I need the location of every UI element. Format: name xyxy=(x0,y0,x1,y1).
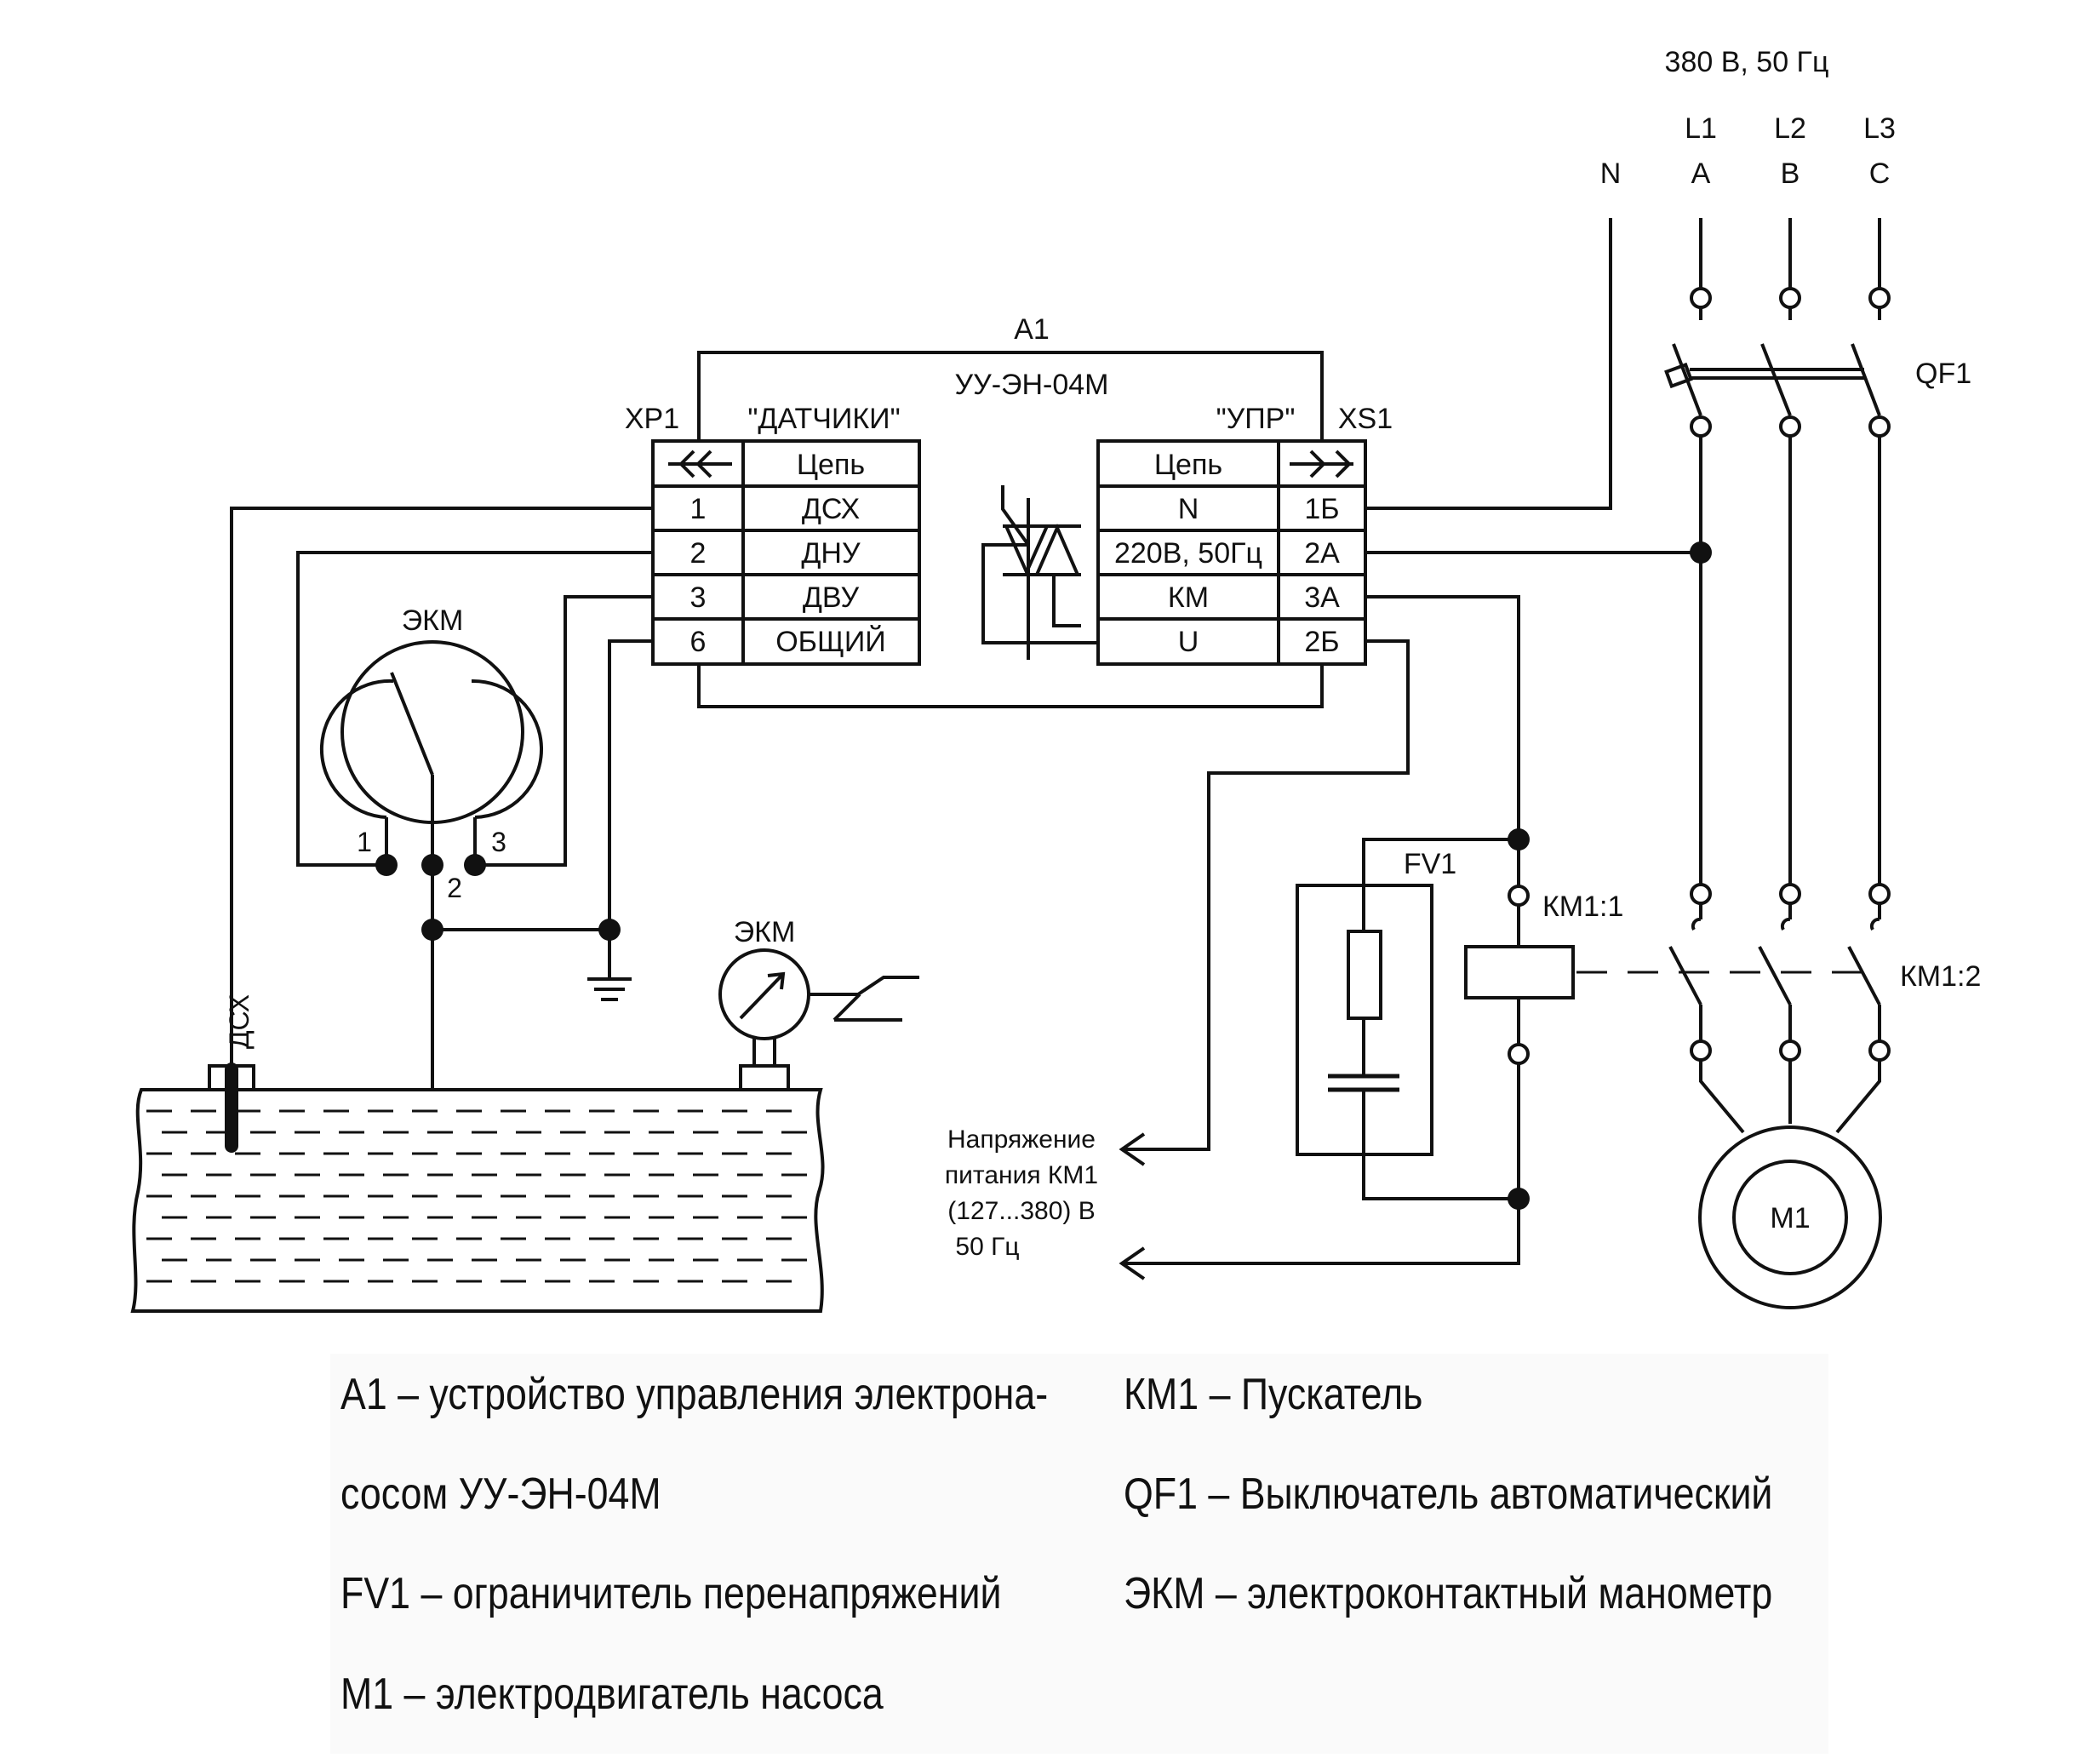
xs1-circuit: КМ xyxy=(1168,581,1209,614)
legend-item: сосом УУ-ЭН-04М xyxy=(340,1469,661,1519)
legend-item: ЭКМ – электроконтактный манометр xyxy=(1124,1569,1773,1618)
qf1-label: QF1 xyxy=(1915,358,1971,390)
supply-note: Напряжение питания КМ1 (127...380) В 50 … xyxy=(945,1125,1098,1261)
supply-voltage-label: 380 В, 50 Гц xyxy=(1665,46,1829,78)
ground-icon xyxy=(587,930,632,1001)
wire-common xyxy=(608,639,653,979)
legend-item: A1 – устройство управления электрона- xyxy=(340,1370,1049,1419)
device-enclosure-bottom xyxy=(697,664,1324,708)
xs1-circuit: N xyxy=(1178,493,1199,525)
surge-limiter-fv1: FV1 xyxy=(1296,838,1519,1200)
note-line: (127...380) В xyxy=(947,1197,1095,1225)
note-line: Напряжение xyxy=(947,1125,1096,1154)
xp1-pin: 6 xyxy=(690,626,707,658)
xp1-pin: 3 xyxy=(690,581,707,614)
dry-run-sensor: ДСХ xyxy=(208,994,255,1153)
wiring-diagram: 380 В, 50 Гц L1 L2 L3 N A B C A1 УУ-ЭН-0… xyxy=(130,46,1981,1313)
xp1-pin: 1 xyxy=(690,493,707,525)
wire-neutral xyxy=(1365,218,1612,510)
ekm-switch-label: ЭКМ xyxy=(402,604,464,637)
plug-symbol-icon xyxy=(668,450,732,478)
device-a1: A1 УУ-ЭН-04М xyxy=(697,313,1324,708)
dsh-label: ДСХ xyxy=(224,994,255,1049)
ekm-pin2-label: 2 xyxy=(447,873,462,903)
xp1-circuit: ДСХ xyxy=(802,493,860,525)
device-enclosure-top xyxy=(697,351,1324,441)
socket-symbol-icon xyxy=(1290,450,1353,478)
arrow-left-icon xyxy=(1119,1132,1146,1166)
km1-coil-circuit: КМ1:1 xyxy=(1119,595,1623,1280)
xp1-name-label: "ДАТЧИКИ" xyxy=(747,403,900,435)
phase-c-label: C xyxy=(1869,158,1891,190)
wire-dnu xyxy=(296,551,653,867)
motor-label: M1 xyxy=(1770,1202,1810,1234)
water-tank xyxy=(130,1088,825,1313)
qf1-breaker: QF1 xyxy=(1664,218,1971,438)
km1-2-label: КМ1:2 xyxy=(1900,960,1981,993)
arrow-left-icon xyxy=(1119,1246,1146,1280)
legend-item: КМ1 – Пускатель xyxy=(1124,1370,1423,1419)
xp1-circuit: ДВУ xyxy=(803,581,860,614)
ekm-pin3-label: 3 xyxy=(491,827,506,857)
xs1-ref-label: XS1 xyxy=(1338,403,1393,435)
wire-dsh xyxy=(230,507,653,1102)
phase-b-label: B xyxy=(1781,158,1800,190)
xs1-name-label: "УПР" xyxy=(1216,403,1296,435)
phase-a-label: A xyxy=(1691,158,1711,190)
pressure-switch-ekm: ЭКМ 1 2 3 xyxy=(319,604,621,1090)
xp1-header: Цепь xyxy=(797,449,865,481)
line-l1-label: L1 xyxy=(1685,112,1717,145)
xs1-pin: 1Б xyxy=(1304,493,1339,525)
xs1-pin: 2Б xyxy=(1304,626,1339,658)
u-supply-wire xyxy=(1119,639,1410,1166)
ekm-pin1-label: 1 xyxy=(357,827,372,857)
device-ref-label: A1 xyxy=(1014,313,1050,346)
legend-item: M1 – электродвигатель насоса xyxy=(340,1670,884,1719)
km1-1-label: КМ1:1 xyxy=(1542,891,1623,923)
xs1-pin: 3А xyxy=(1304,581,1340,614)
neutral-label: N xyxy=(1600,158,1622,190)
xs1-circuit: U xyxy=(1178,626,1199,658)
legend-item: QF1 – Выключатель автоматический xyxy=(1124,1469,1773,1519)
fv1-label: FV1 xyxy=(1404,848,1456,880)
xp1-pin: 2 xyxy=(690,537,707,570)
device-model-label: УУ-ЭН-04М xyxy=(955,369,1109,401)
wire-dvu xyxy=(475,595,653,867)
motor-m1: M1 xyxy=(1698,1060,1882,1309)
line-l3-label: L3 xyxy=(1863,112,1896,145)
line-l2-label: L2 xyxy=(1774,112,1806,145)
xp1-circuit: ОБЩИЙ xyxy=(775,626,886,658)
xp1-connector: XP1 "ДАТЧИКИ" Цепь 1 ДСХ 2 ДНУ 3 ДВУ 6 О… xyxy=(625,403,921,666)
xs1-connector: "УПР" XS1 Цепь N 1Б 220В, 50Гц 2А КМ 3А … xyxy=(1096,403,1393,666)
legend-item: FV1 – ограничитель перенапряжений xyxy=(340,1569,1002,1618)
ekm-gauge-label: ЭКМ xyxy=(734,916,796,948)
km1-coil-icon xyxy=(1464,945,1575,999)
note-line: питания КМ1 xyxy=(945,1161,1098,1189)
xp1-ref-label: XP1 xyxy=(625,403,679,435)
km1-2-main-contacts: КМ1:2 xyxy=(1668,883,1981,1062)
xs1-header: Цепь xyxy=(1154,449,1222,481)
legend: A1 – устройство управления электрона- со… xyxy=(330,1354,1828,1754)
xp1-circuit: ДНУ xyxy=(801,537,861,570)
triac-icon xyxy=(981,485,1098,660)
xs1-circuit: 220В, 50Гц xyxy=(1114,537,1262,570)
pressure-gauge-ekm: ЭКМ xyxy=(718,916,919,1091)
note-line: 50 Гц xyxy=(955,1233,1019,1261)
xs1-pin: 2А xyxy=(1304,537,1340,570)
